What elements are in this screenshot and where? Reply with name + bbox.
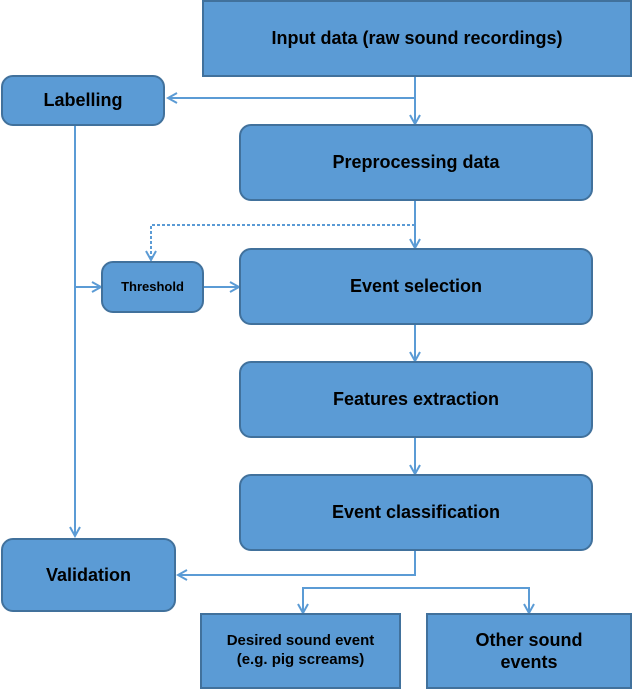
node-label: Desired sound event (e.g. pig screams) (226, 632, 375, 668)
node-preprocessing: Preprocessing data (239, 124, 593, 201)
node-label: Features extraction (332, 389, 500, 410)
node-label: Event classification (331, 502, 501, 523)
node-desired-sound-event: Desired sound event (e.g. pig screams) (200, 613, 401, 689)
edge-classification-validation (178, 550, 416, 575)
node-label: Other sound events (475, 629, 583, 673)
node-event-selection: Event selection (239, 248, 593, 325)
node-validation: Validation (1, 538, 176, 612)
node-label: Input data (raw sound recordings) (271, 28, 563, 49)
node-labelling: Labelling (1, 75, 165, 126)
edge-preprocessing-threshold (151, 224, 415, 260)
node-input-data: Input data (raw sound recordings) (202, 0, 632, 77)
node-event-classification: Event classification (239, 474, 593, 551)
node-features-extraction: Features extraction (239, 361, 593, 438)
edge-classification-other (415, 587, 529, 613)
edge-classification-desired (303, 587, 415, 613)
node-label: Validation (45, 564, 132, 585)
node-label: Threshold (121, 278, 184, 294)
node-threshold: Threshold (101, 261, 204, 313)
node-label: Preprocessing data (332, 152, 500, 173)
node-other-sound-events: Other sound events (426, 613, 632, 689)
node-label: Labelling (43, 90, 123, 111)
node-label: Event selection (349, 276, 483, 297)
